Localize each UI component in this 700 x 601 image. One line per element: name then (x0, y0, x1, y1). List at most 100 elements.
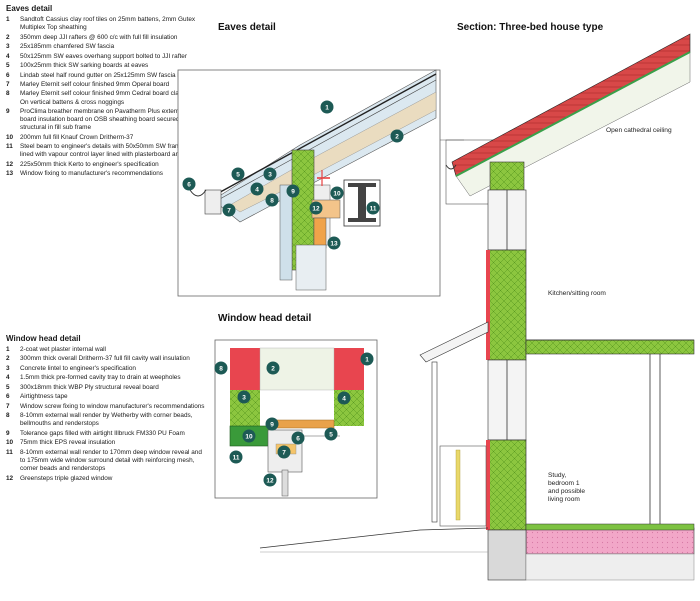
eaves-legend-title: Eaves detail (6, 4, 53, 13)
window-legend-text: 8-10mm external wall render by Wetherby … (20, 412, 193, 428)
window-legend-text: Greensteps triple glazed window (20, 474, 113, 482)
eaves-callout-number: 13 (330, 240, 338, 247)
window-callout-circle (266, 361, 280, 375)
window-callout-circle (229, 450, 243, 464)
window-callout-number: 4 (342, 395, 346, 402)
window-head-drawing (214, 339, 378, 499)
eaves-detail-drawing (177, 69, 441, 297)
eaves-legend-number: 7 (6, 81, 10, 88)
eaves-legend-item: 7 Marley Eternit self colour finished 9mm… (6, 81, 206, 89)
window-legend-item: 11 8-10mm external wall render to 170mm d… (6, 449, 206, 473)
window-legend-text: Window screw fixing to window manufactur… (20, 402, 205, 410)
window-legend-item: 8 8-10mm external wall render by Wetherby… (6, 412, 206, 428)
window-callout-circle (237, 390, 251, 404)
eaves-callout-circle (263, 167, 277, 181)
eaves-callout-number: 8 (270, 197, 274, 204)
window-legend-number: 11 (6, 448, 13, 456)
eaves-legend-number: 2 (6, 33, 10, 41)
eaves-callout-number: 7 (227, 207, 231, 214)
room-label-kitchen-sitting-room: Kitchen/sitting room (548, 290, 606, 297)
window-callout-circle (277, 445, 291, 459)
room-label-study-line-4: living room (548, 496, 580, 503)
eaves-callout-circle (309, 201, 323, 215)
eaves-callout-circle (390, 129, 404, 143)
eaves-legend-number: 4 (6, 52, 10, 60)
eaves-legend-item: 2 350mm deep JJI rafters @ 600 c/c with f… (6, 34, 206, 42)
eaves-callout-number: 11 (370, 205, 377, 212)
eaves-legend-text: 350mm deep JJI rafters @ 600 c/c with fu… (20, 33, 178, 41)
window-legend-text: Concrete lintel to engineer's specificat… (20, 364, 136, 372)
room-label-study-line-2: bedroom 1 (548, 480, 580, 487)
eaves-legend-text: 225x50mm thick Kerto to engineer's speci… (20, 160, 159, 168)
eaves-callout-circle (286, 184, 300, 198)
window-legend-number: 7 (6, 402, 10, 410)
eaves-legend-number: 9 (6, 108, 10, 116)
window-callout-number: 12 (266, 477, 274, 484)
window-callout-circle (337, 391, 351, 405)
eaves-legend-text: 100x25mm thick SW sarking boards at eave… (20, 62, 149, 70)
window-legend-number: 9 (6, 429, 10, 437)
window-legend-text: Tolerance gaps filled with airtight Illb… (20, 429, 185, 437)
eaves-callout-circle (265, 193, 279, 207)
eaves-callout-circle (320, 100, 334, 114)
window-callout-number: 10 (245, 433, 253, 440)
room-label-study-line-3: and possible (548, 488, 586, 495)
eaves-callout-circle (366, 201, 380, 215)
window-legend-item: 7 Window screw fixing to window manufactu… (6, 403, 206, 411)
eaves-callout-number: 12 (312, 205, 320, 212)
window-callout-circle (214, 361, 228, 375)
window-legend-text: 75mm thick EPS reveal insulation (20, 439, 116, 447)
window-detail-heading: Window head detail (218, 313, 312, 324)
window-legend-number: 8 (6, 412, 10, 420)
eaves-callout-number: 10 (333, 190, 341, 197)
window-legend-text: 8-10mm external wall render to 170mm dee… (20, 448, 202, 473)
eaves-callout-circle (231, 167, 245, 181)
window-legend-text: 300x18mm thick WBP Ply structural reveal… (20, 383, 159, 391)
eaves-legend-number: 11 (6, 143, 13, 151)
window-callout-number: 8 (219, 365, 223, 372)
eaves-callout-number: 6 (187, 181, 191, 188)
eaves-legend-text: 25x185mm chamfered SW fascia (20, 43, 115, 51)
eaves-legend-number: 8 (6, 90, 10, 98)
window-callout-number: 1 (365, 356, 369, 363)
window-legend-title: Window head detail (6, 334, 81, 343)
eaves-legend-number: 12 (6, 160, 14, 168)
window-callout-circle (324, 427, 338, 441)
eaves-callout-number: 3 (268, 171, 272, 178)
eaves-legend-number: 13 (6, 170, 14, 178)
eaves-legend-number: 5 (6, 62, 10, 70)
window-callout-circle (242, 429, 256, 443)
eaves-callout-circle (250, 182, 264, 196)
eaves-legend-text: Lindab steel half round gutter on 25x125… (20, 71, 194, 79)
window-callout-circle (263, 473, 277, 487)
eaves-callout-number: 1 (325, 104, 329, 111)
room-label-study: Study, bedroom 1 and possible living roo… (548, 472, 585, 504)
window-callout-number: 6 (296, 435, 300, 442)
window-callout-number: 3 (242, 394, 246, 401)
window-legend-text: 1.5mm thick pre-formed cavity tray to dr… (20, 374, 181, 382)
eaves-callout-circle (222, 203, 236, 217)
eaves-legend-item: 5 100x25mm thick SW sarking boards at eav… (6, 62, 206, 70)
window-legend-text: Airtightness tape (20, 393, 68, 401)
window-callout-circle (291, 431, 305, 445)
eaves-callout-circle (182, 177, 196, 191)
eaves-callout-number: 5 (236, 171, 240, 178)
eaves-legend-text: Marley Eternit self colour finished 9mm … (20, 81, 170, 88)
